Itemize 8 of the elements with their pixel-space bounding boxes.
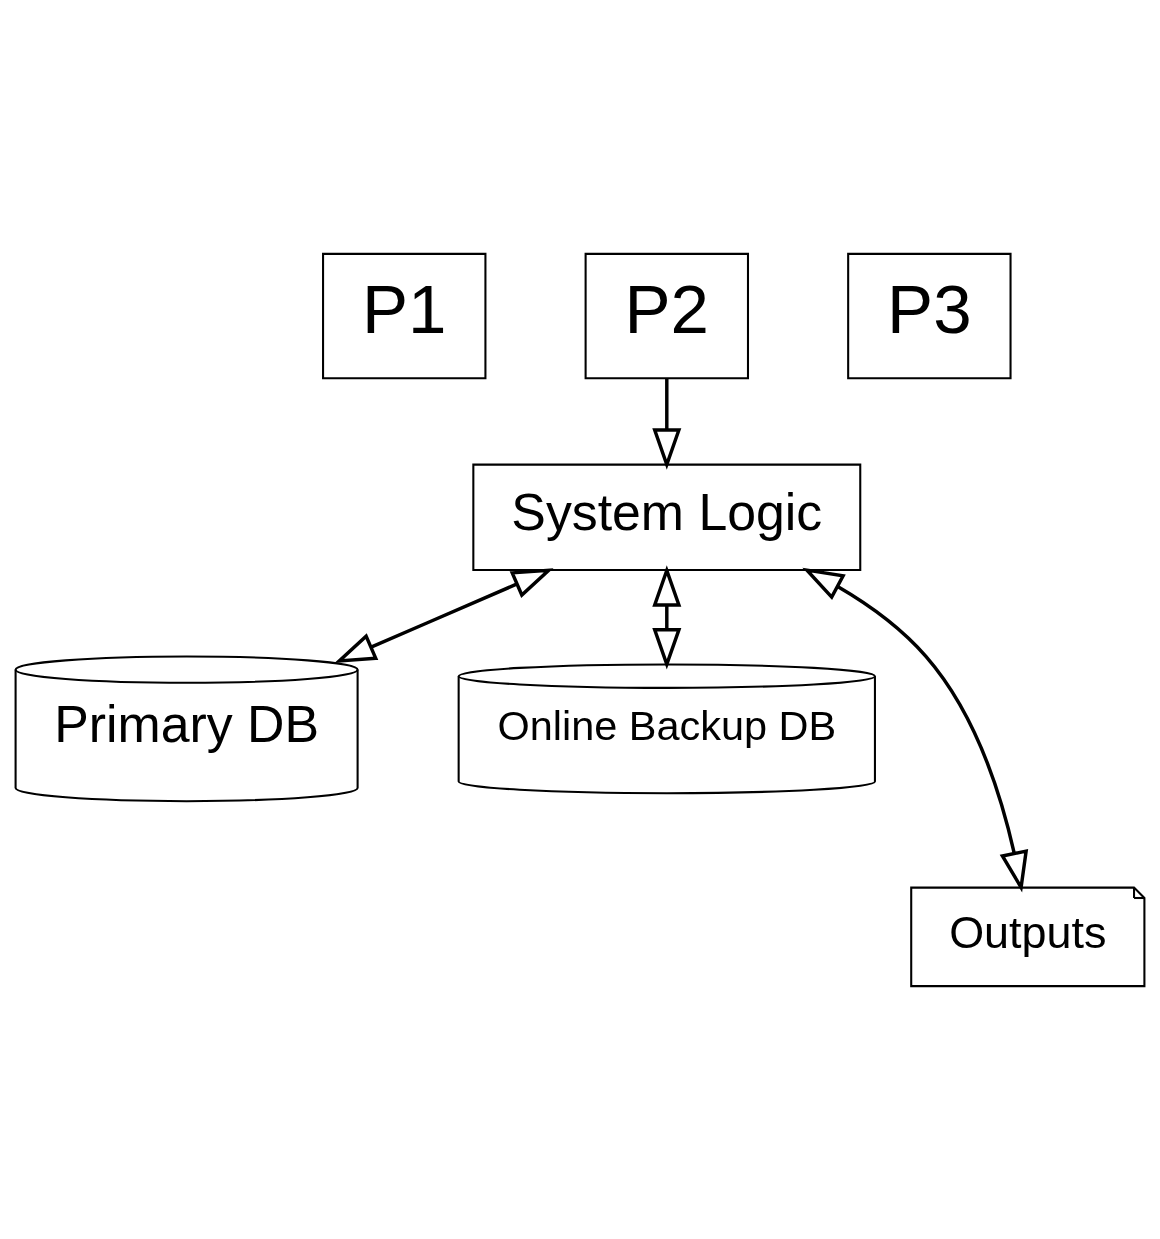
node-box: P2 [584, 252, 749, 379]
node-box: P3 [847, 252, 1012, 379]
arrow [652, 378, 682, 470]
node-box: System Logic [472, 463, 862, 571]
arrow [334, 567, 554, 663]
arrow [802, 567, 1029, 893]
node-box: P1 [322, 252, 487, 379]
arrow [652, 564, 682, 670]
